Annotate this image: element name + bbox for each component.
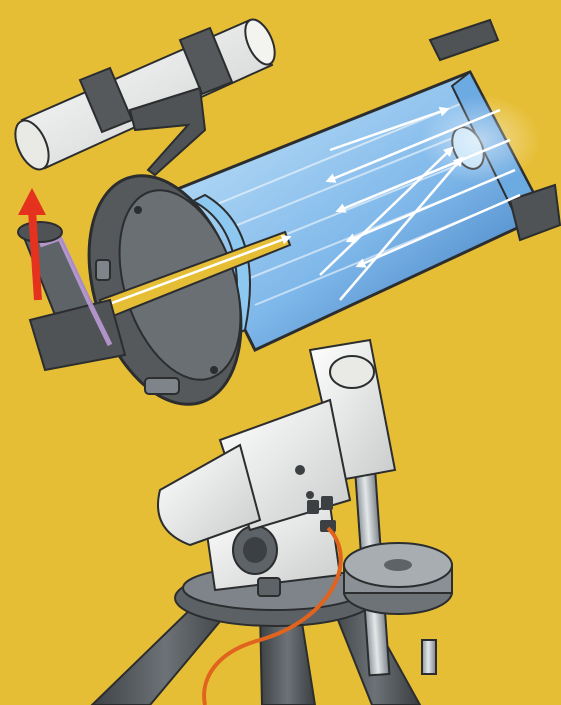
telescope-illustration	[0, 0, 561, 705]
